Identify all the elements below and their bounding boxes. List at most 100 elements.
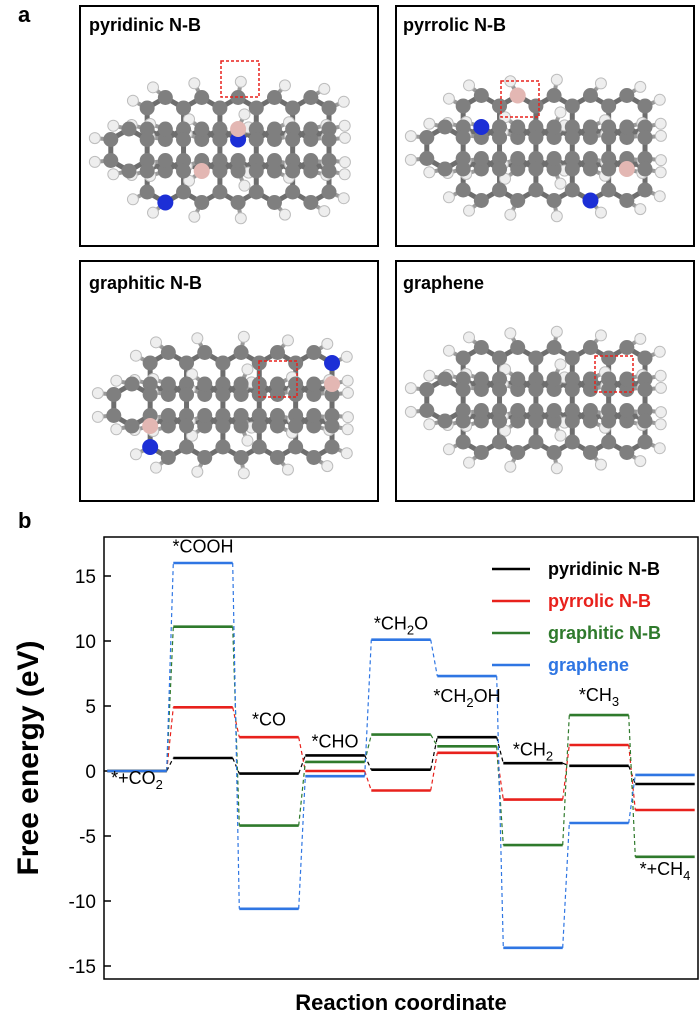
carbon-atom [510, 161, 526, 177]
carbon-atom [176, 163, 192, 179]
carbon-atom [546, 403, 562, 418]
legend-label: graphitic N-B [548, 623, 661, 643]
carbon-atom [564, 434, 580, 450]
connector-graphitic-n-b [562, 715, 570, 846]
carbon-atom [473, 382, 489, 397]
connector-graphene [430, 639, 438, 677]
carbon-atom [160, 450, 176, 465]
carbon-atom [160, 418, 176, 434]
structure-panel-graphene: graphene [395, 260, 695, 502]
hydrogen-atom [654, 381, 667, 394]
carbon-atom [197, 418, 213, 434]
connector-pyridinic-n-b [232, 757, 240, 774]
carbon-atom [285, 163, 301, 179]
carbon-atom [473, 445, 489, 460]
carbon-atom [157, 90, 173, 105]
carbon-atom [455, 371, 471, 387]
carbon-atom [269, 376, 285, 392]
carbon-atom [492, 413, 508, 429]
connector-pyrrolic-n-b [166, 707, 174, 772]
carbon-atom [176, 121, 192, 137]
hydrogen-atom [341, 411, 354, 424]
hydrogen-atom [150, 461, 163, 474]
hydrogen-atom [234, 212, 247, 225]
hydrogen-atom [594, 77, 607, 90]
carbon-atom [601, 130, 617, 145]
carbon-atom [306, 450, 322, 465]
step-label: *CHO [311, 732, 358, 752]
hydrogen-atom [442, 344, 455, 357]
carbon-atom [492, 371, 508, 387]
carbon-atom [528, 98, 544, 114]
carbon-atom [455, 151, 471, 166]
carbon-atom [303, 153, 319, 168]
carbon-atom [437, 161, 453, 177]
hydrogen-atom [463, 79, 476, 92]
carbon-atom [546, 88, 562, 103]
carbon-atom [455, 182, 471, 198]
carbon-atom [230, 153, 246, 168]
hydrogen-atom [654, 129, 667, 142]
hydrogen-atom [340, 350, 353, 363]
carbon-atom [564, 350, 580, 366]
carbon-atom [233, 387, 249, 402]
hydrogen-atom [404, 153, 417, 166]
carbon-atom [619, 119, 635, 135]
hydrogen-atom [653, 442, 666, 455]
carbon-atom [179, 376, 195, 392]
carbon-atom [306, 345, 322, 360]
hydrogen-atom [550, 325, 563, 338]
hydrogen-atom [504, 327, 517, 340]
structure-title: pyrrolic N-B [403, 15, 506, 35]
carbon-atom [473, 340, 489, 355]
hydrogen-atom [129, 349, 142, 362]
hydrogen-atom [238, 108, 251, 121]
carbon-atom [637, 182, 653, 198]
nitrogen-atom [157, 194, 174, 211]
carbon-atom [233, 418, 249, 434]
y-tick-label: -10 [69, 892, 96, 913]
carbon-atom [637, 382, 653, 397]
carbon-atom [601, 403, 617, 418]
hydrogen-atom [653, 190, 666, 203]
carbon-atom [492, 130, 508, 145]
carbon-atom [269, 387, 285, 402]
hydrogen-atom [654, 406, 667, 419]
connector-graphitic-n-b [364, 734, 372, 763]
hydrogen-atom [126, 94, 139, 107]
carbon-atom [248, 121, 264, 137]
hydrogen-atom [423, 117, 436, 130]
carbon-atom [303, 90, 319, 105]
carbon-atom [288, 355, 304, 371]
carbon-atom [197, 387, 213, 402]
carbon-atom [321, 184, 337, 200]
carbon-atom [492, 151, 508, 166]
connector-pyrrolic-n-b [364, 770, 372, 791]
y-tick-label: 10 [75, 632, 96, 653]
carbon-atom [288, 439, 304, 455]
carbon-atom [455, 130, 471, 145]
y-tick-label: 15 [75, 567, 96, 588]
carbon-atom [455, 350, 471, 366]
hydrogen-atom [188, 77, 201, 90]
hydrogen-atom [423, 166, 436, 179]
connector-graphitic-n-b [430, 734, 438, 747]
hydrogen-atom [654, 117, 667, 130]
boron-atom [324, 376, 341, 392]
carbon-atom [139, 153, 155, 168]
carbon-atom [306, 418, 322, 434]
hydrogen-atom [110, 374, 123, 387]
carbon-atom [619, 340, 635, 355]
molecule-diagram [91, 330, 354, 480]
connector-graphitic-n-b [628, 715, 636, 857]
carbon-atom [251, 439, 267, 455]
hydrogen-atom [338, 131, 351, 144]
carbon-atom [528, 119, 544, 135]
carbon-atom [269, 408, 285, 423]
connector-graphitic-n-b [298, 761, 306, 826]
carbon-atom [528, 371, 544, 387]
carbon-atom [248, 163, 264, 179]
